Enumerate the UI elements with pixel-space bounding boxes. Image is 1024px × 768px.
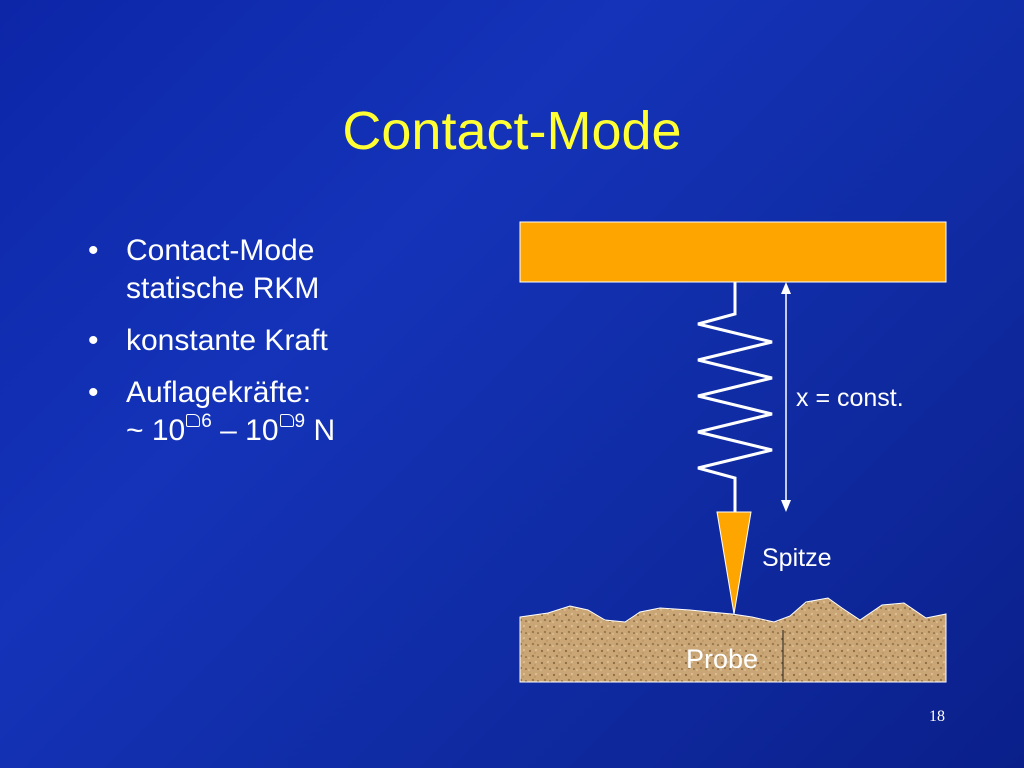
bullet-list: • Contact-Mode statische RKM • konstante…: [88, 232, 468, 464]
slide-title-text: Contact-Mode: [342, 101, 682, 161]
minus-symbol-icon: [186, 414, 201, 427]
arrow-head-down-icon: [781, 500, 791, 512]
bullet-item-contact-forces: • Auflagekräfte: ~ 10 6 – 10 9 N: [88, 374, 468, 450]
cantilever-holder: [519, 221, 947, 283]
exponent-1-value: 6: [201, 411, 212, 432]
exponent-1: 6: [185, 411, 212, 432]
bullet-dot: •: [88, 324, 99, 357]
minus-symbol-icon: [279, 414, 294, 427]
force-range-unit: N: [305, 414, 336, 447]
distance-label: x = const.: [796, 384, 904, 412]
sample-label: Probe: [686, 644, 758, 674]
bullet-item-contact-mode: • Contact-Mode statische RKM: [88, 232, 468, 308]
force-range-middle: – 10: [211, 414, 279, 447]
slide-title: Contact-Mode: [0, 100, 1024, 162]
tip: [716, 511, 752, 615]
bullet-text: konstante Kraft: [126, 324, 328, 357]
bullet-text: statische RKM: [126, 272, 320, 305]
force-range-prefix: ~ 10: [126, 414, 186, 447]
bullet-text: Contact-Mode: [126, 234, 315, 267]
bullet-item-force: • konstante Kraft: [88, 322, 468, 360]
bullet-text: Auflagekräfte:: [126, 376, 312, 409]
exponent-2: 9: [279, 411, 306, 432]
sample: [519, 597, 947, 683]
bullet-dot: •: [88, 376, 99, 409]
arrow-head-up-icon: [781, 282, 791, 294]
page-number: 18: [929, 708, 945, 725]
spring: [697, 282, 773, 512]
exponent-2-value: 9: [294, 411, 306, 432]
tip-label: Spitze: [762, 544, 831, 572]
bullet-dot: •: [88, 234, 99, 267]
force-range: ~ 10 6 – 10 9 N: [126, 412, 468, 450]
